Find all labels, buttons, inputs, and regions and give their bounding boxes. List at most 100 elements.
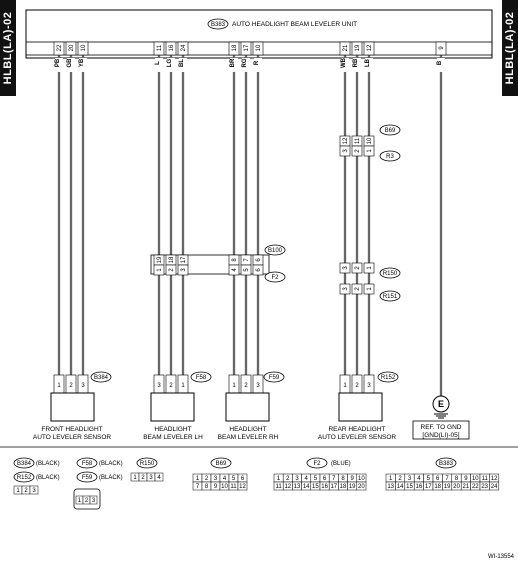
legend-pin-number: 9: [214, 484, 218, 490]
legend-pin-number: 7: [445, 476, 449, 482]
joint-pin-number: 2: [355, 287, 361, 291]
beam-lh-caption-2: BEAM LEVELER LH: [143, 434, 203, 441]
component-pin-number: 2: [169, 383, 173, 389]
beam-rh-caption-2: BEAM LEVELER RH: [218, 434, 279, 441]
component-pin-number: 3: [157, 383, 161, 389]
unit-pin-number: 20: [69, 44, 75, 51]
joint-pin-number: 8: [232, 258, 238, 262]
legend-pin-number: 2: [85, 498, 89, 504]
legend-pin-number: 3: [295, 476, 299, 482]
joint-badge: [264, 271, 286, 283]
legend-pin-number: 19: [349, 484, 356, 490]
joint-pin-number: 7: [244, 258, 250, 262]
figure-id: WI-13554: [488, 554, 515, 560]
legend-f2-note: (BLUE): [331, 461, 351, 467]
legend-b384-badge: [13, 457, 35, 469]
joint-pin-number: 12: [343, 137, 349, 144]
wire-color-code: LB: [365, 58, 371, 67]
unit-id-badge: [207, 18, 229, 30]
unit-pin-number: 18: [232, 44, 238, 51]
component-connector-badge: [263, 371, 285, 383]
joint-id: R151: [383, 294, 398, 300]
legend-pin-cell: [356, 481, 367, 491]
joint-pin-number: 1: [157, 268, 163, 272]
legend-pin-number: 1: [16, 488, 20, 494]
unit-pin-cell: [228, 41, 240, 56]
rear-sensor-caption-1: REAR HEADLIGHT: [328, 426, 385, 433]
joint-pin-cell: [339, 145, 351, 157]
wire-layer: 22PB20GB10YB11L16LG24BL18BR17RG10R21WB19…: [53, 41, 447, 396]
wire-color-code: GB: [67, 58, 73, 68]
component-pin-number: 2: [244, 383, 248, 389]
front-sensor-box: [50, 392, 95, 422]
gnd-ref-2: [GND(LI)-05]: [422, 432, 459, 439]
front-sensor-caption-1: FRONT HEADLIGHT: [41, 426, 102, 433]
wire-color-code: B: [437, 60, 443, 65]
unit-pin-number: 17: [244, 44, 250, 51]
legend-f59-badge: [76, 471, 98, 483]
wire-color-bg: [79, 58, 87, 72]
legend-pin-number: 8: [455, 476, 459, 482]
joint-pin-number: 1: [367, 266, 373, 270]
component-pin-number: 1: [181, 383, 185, 389]
ground-symbol-label: E: [438, 399, 444, 409]
unit-pin-cell: [65, 41, 77, 56]
wire-color-bg: [55, 58, 63, 72]
legend-pin-number: 4: [417, 476, 421, 482]
legend-f59-note: (BLACK): [99, 475, 123, 481]
legend-r152-note: (BLACK): [36, 475, 60, 481]
beam-rh-box: [225, 392, 270, 422]
legend-pin-number: 20: [453, 484, 460, 490]
wire-color-bg: [179, 58, 187, 72]
legend-pin-number: 13: [387, 484, 394, 490]
unit-pin-cell: [53, 41, 65, 56]
joint-pin-cell: [351, 262, 363, 274]
joint-pin-number: 1: [367, 287, 373, 291]
component-pin-number: 3: [256, 383, 260, 389]
legend-pin-number: 11: [230, 484, 237, 490]
legend-pin-number: 14: [303, 484, 310, 490]
gnd-ref-1: REF. TO GND: [421, 424, 462, 431]
legend-pin-number: 1: [78, 498, 82, 504]
joint-pin-number: 18: [169, 256, 175, 263]
wire-color-code: R: [254, 60, 260, 65]
legend-pin-number: 2: [205, 476, 209, 482]
component-pin-number: 3: [81, 383, 85, 389]
joint-pin-number: 11: [355, 137, 361, 144]
legend-pin-number: 16: [321, 484, 328, 490]
unit-pin-number: 16: [169, 44, 175, 51]
legend-pin-number: 3: [408, 476, 412, 482]
component-pin-number: 1: [343, 383, 347, 389]
legend-b69-id: B69: [216, 461, 227, 467]
legend-pin-number: 5: [427, 476, 431, 482]
legend-pin-cell: [89, 495, 98, 505]
component-connector-badge: [90, 371, 112, 383]
component-connector-badge: [377, 371, 399, 383]
unit-title: AUTO HEADLIGHT BEAM LEVELER UNIT: [232, 21, 357, 28]
legend-pin-number: 4: [157, 475, 161, 481]
legend-pin-number: 9: [351, 476, 355, 482]
legend-pin-number: 7: [196, 484, 200, 490]
wire-color-bg: [155, 58, 163, 72]
component-connector-badge: [190, 371, 212, 383]
joint-pin-number: 6: [256, 258, 262, 262]
joint-pin-cell: [228, 264, 240, 276]
wire-color-code: YB: [79, 58, 85, 67]
joint-pin-number: 4: [232, 268, 238, 272]
wire-color-bg: [353, 58, 361, 72]
unit-pin-cell: [165, 41, 177, 56]
joint-badge: [379, 150, 401, 162]
legend-pin-number: 24: [491, 484, 498, 490]
wire-color-bg: [437, 58, 445, 72]
unit-pin-cell: [240, 41, 252, 56]
joint-pin-cell: [363, 145, 375, 157]
side-tag-right: HLBL(LA)-02: [502, 0, 518, 96]
joint-pin-number: 2: [355, 266, 361, 270]
legend-pin-number: 12: [239, 484, 246, 490]
wire-color-bg: [167, 58, 175, 72]
